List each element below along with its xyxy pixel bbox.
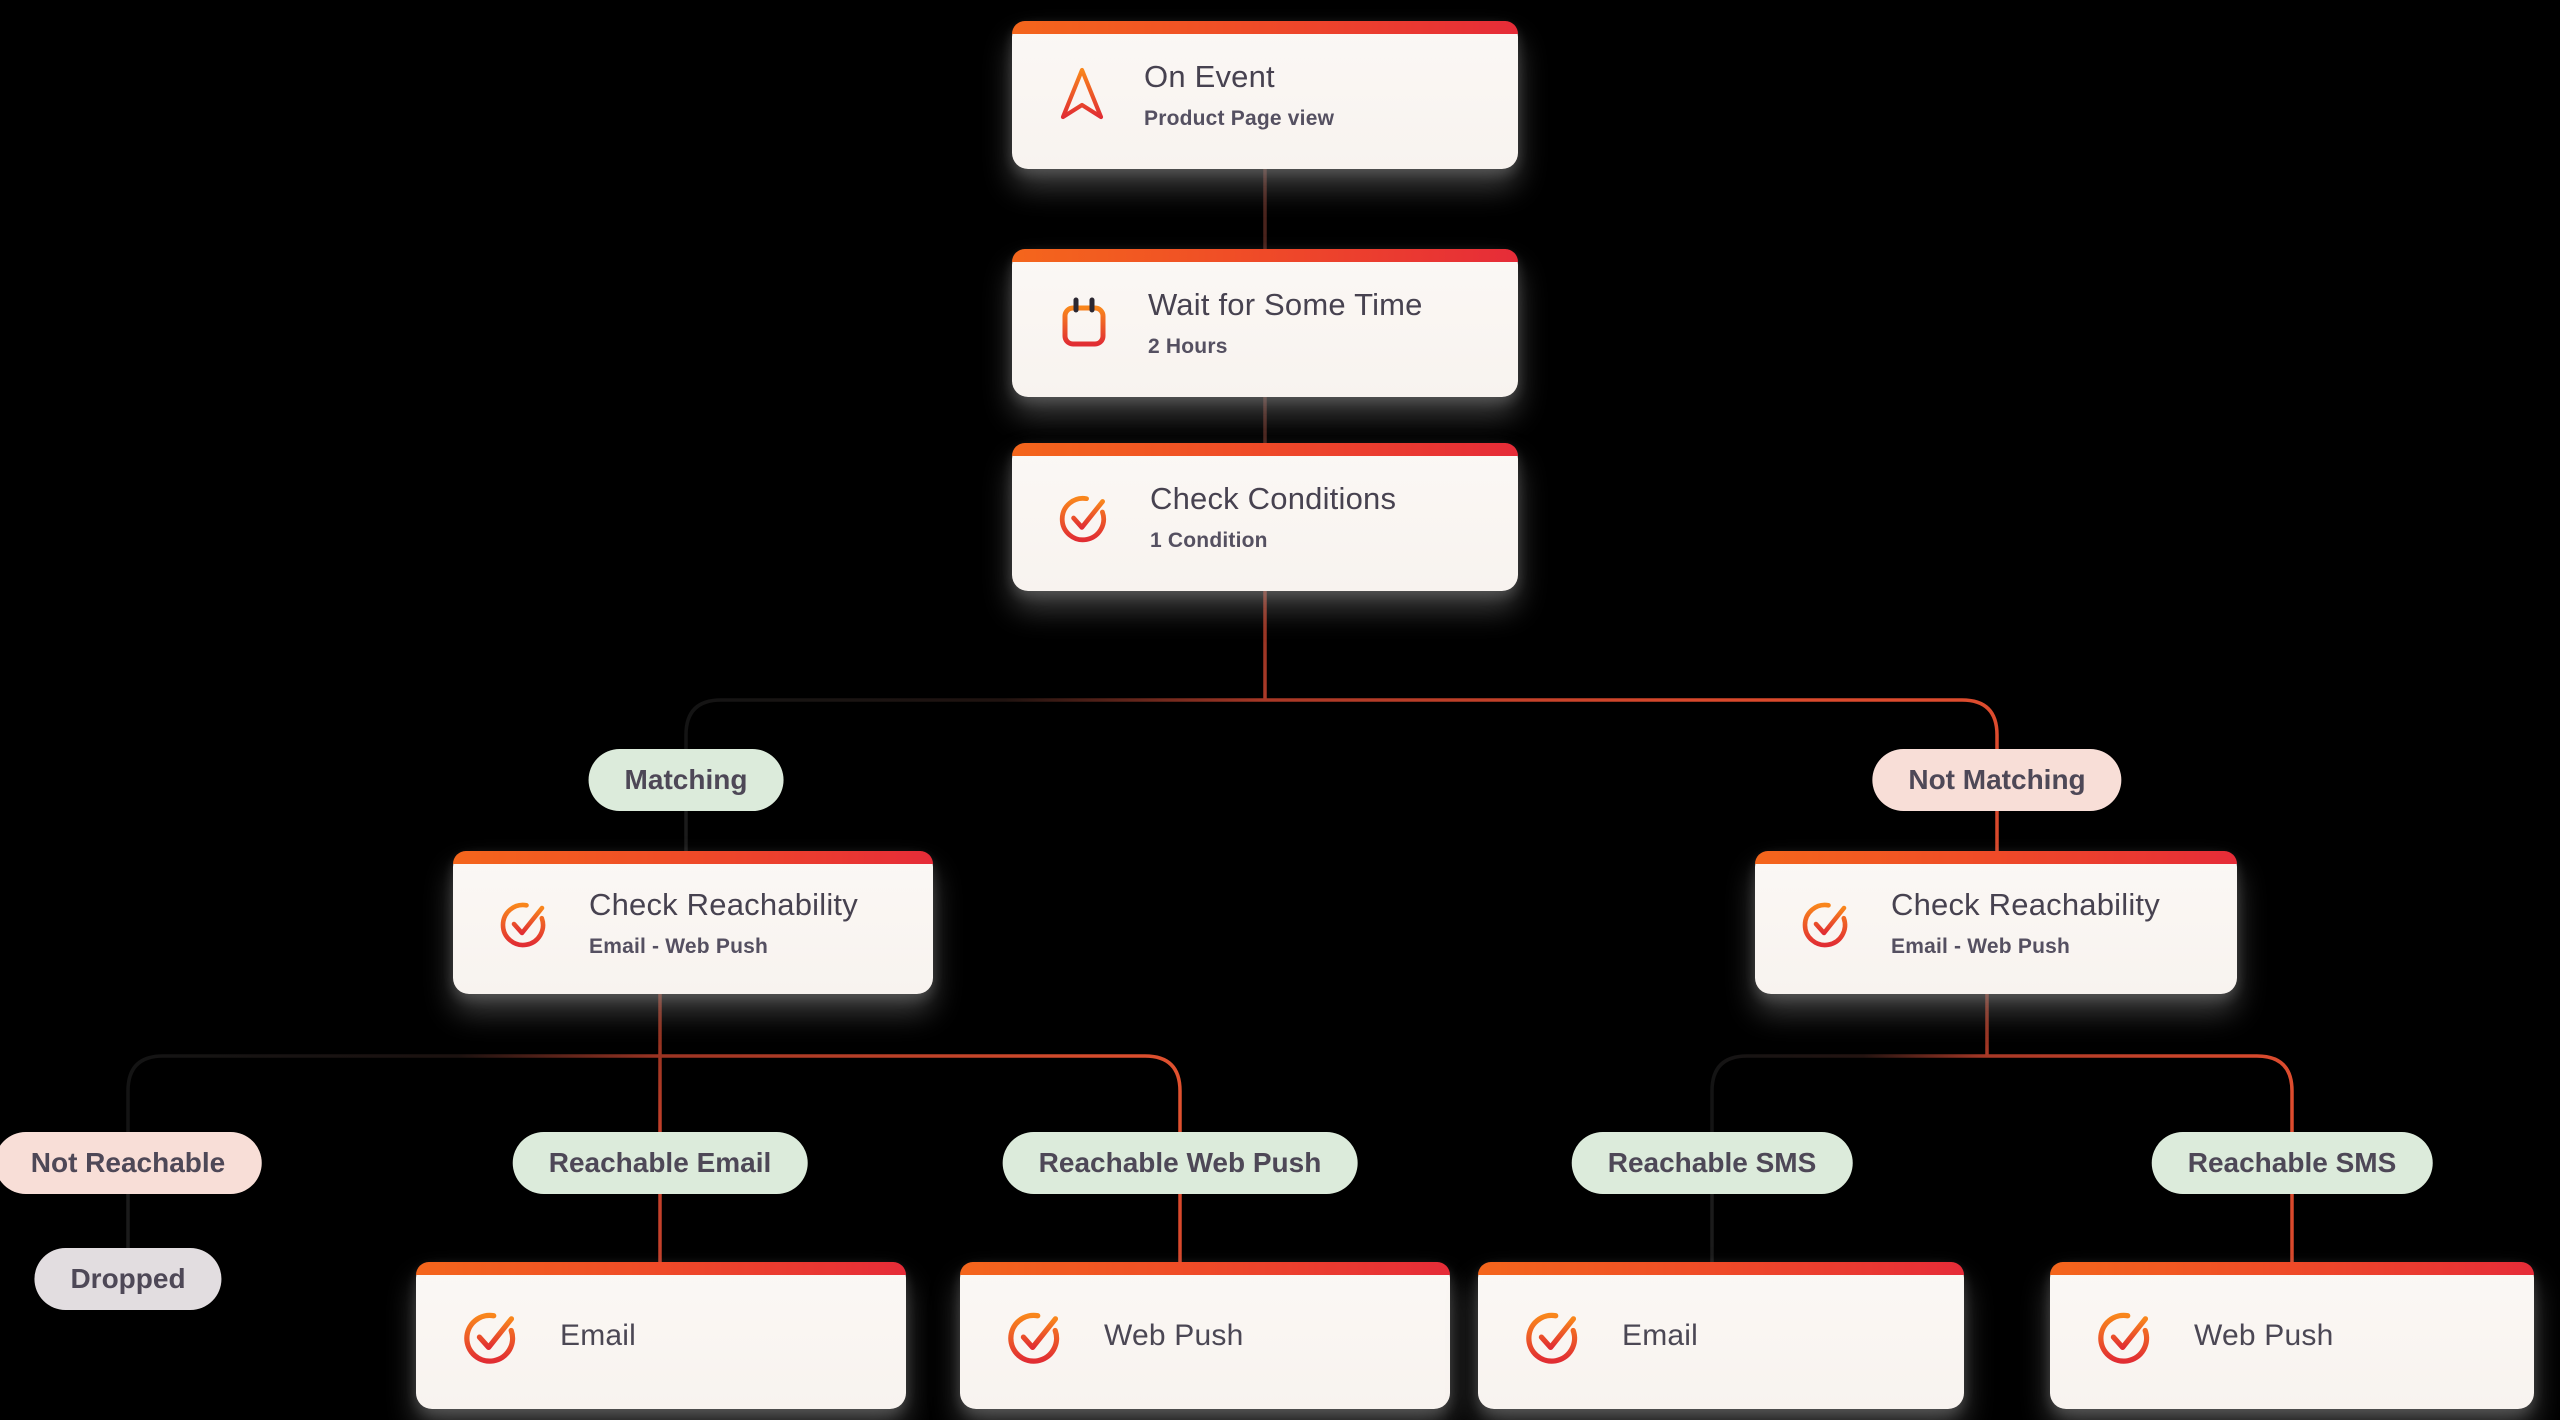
node-title: Web Push xyxy=(2194,1318,2334,1352)
node-card-check-reachability-right[interactable]: Check Reachability Email - Web Push xyxy=(1755,851,2237,994)
branch-label-not-reachable: Not Reachable xyxy=(0,1132,262,1194)
branch-label-reachable-email: Reachable Email xyxy=(512,1132,808,1194)
check-circle-icon xyxy=(460,1304,524,1368)
branch-label-reachable-sms-left: Reachable SMS xyxy=(1571,1132,1853,1194)
check-circle-icon xyxy=(1004,1304,1068,1368)
check-circle-icon xyxy=(497,895,553,951)
node-subtitle: Product Page view xyxy=(1144,107,1335,130)
node-card-check-reachability-left[interactable]: Check Reachability Email - Web Push xyxy=(453,851,933,994)
check-circle-icon xyxy=(1799,895,1855,951)
node-card-on-event[interactable]: On Event Product Page view xyxy=(1012,21,1518,169)
node-subtitle: Email - Web Push xyxy=(589,934,769,958)
branch-label-matching: Matching xyxy=(588,749,784,811)
node-title: Check Reachability xyxy=(1891,886,2160,922)
node-card-web-push-right[interactable]: Web Push xyxy=(2050,1262,2534,1409)
node-card-email-right[interactable]: Email xyxy=(1478,1262,1964,1409)
node-title: Wait for Some Time xyxy=(1148,287,1423,322)
check-circle-icon xyxy=(2094,1304,2158,1368)
connector-branch-not-matching xyxy=(1265,698,1999,749)
node-subtitle: Email - Web Push xyxy=(1891,934,2071,958)
check-circle-icon xyxy=(1522,1304,1586,1368)
connector-branch-sms-left xyxy=(1710,1054,1987,1132)
node-title: Email xyxy=(560,1318,637,1352)
node-subtitle: 1 Condition xyxy=(1150,529,1268,552)
node-card-check-conditions[interactable]: Check Conditions 1 Condition xyxy=(1012,443,1518,591)
node-title: Check Reachability xyxy=(589,886,858,922)
node-title: On Event xyxy=(1144,59,1275,94)
node-title: Check Conditions xyxy=(1150,481,1397,516)
connector-branch-sms-right xyxy=(1987,1054,2294,1132)
node-subtitle: 2 Hours xyxy=(1148,335,1228,358)
branch-label-reachable-sms-right: Reachable SMS xyxy=(2151,1132,2433,1194)
node-card-web-push-left[interactable]: Web Push xyxy=(960,1262,1450,1409)
end-state-dropped: Dropped xyxy=(34,1248,222,1310)
branch-label-not-matching: Not Matching xyxy=(1872,749,2122,811)
node-title: Web Push xyxy=(1104,1318,1244,1352)
check-circle-icon xyxy=(1056,488,1114,546)
connector-branch-reachable-webpush xyxy=(660,1054,1182,1132)
calendar-icon xyxy=(1056,295,1112,351)
connector-branch-matching xyxy=(684,698,1265,749)
node-title: Email xyxy=(1622,1318,1699,1352)
connector-branch-not-reachable xyxy=(126,1054,660,1132)
branch-label-reachable-web-push: Reachable Web Push xyxy=(1002,1132,1358,1194)
node-card-email-left[interactable]: Email xyxy=(416,1262,906,1409)
navigation-arrow-icon xyxy=(1056,65,1108,125)
node-card-wait-for-some-time[interactable]: Wait for Some Time 2 Hours xyxy=(1012,249,1518,397)
